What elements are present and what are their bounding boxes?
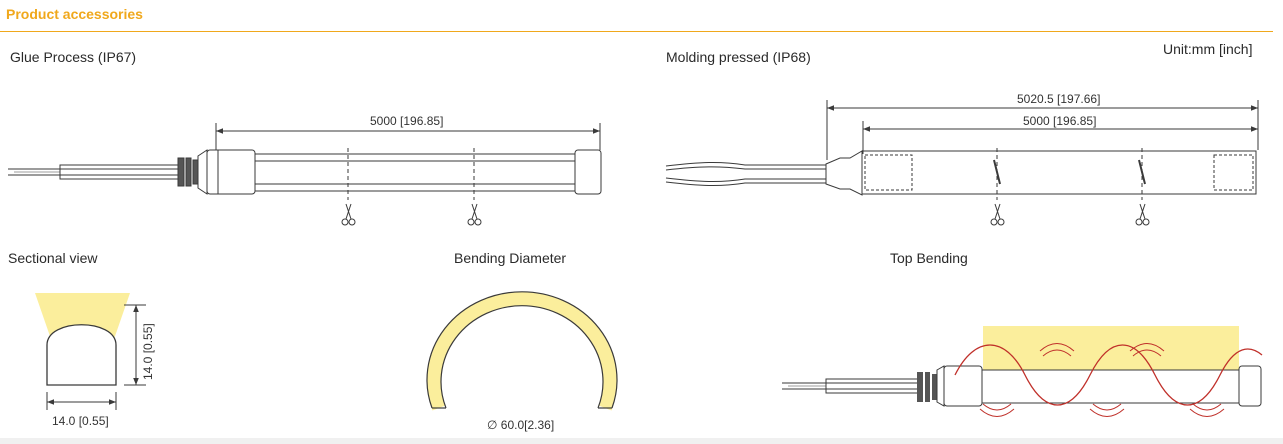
top-strip-body — [981, 369, 1240, 404]
glue-end-cap — [574, 149, 602, 195]
bending-wave — [954, 344, 1263, 406]
sectional-view-drawing — [35, 293, 146, 410]
bending-diameter-dimension: ∅ 60.0[2.36] — [487, 418, 555, 432]
glue-wire — [8, 164, 181, 180]
scissors-icon — [341, 203, 356, 226]
profile-outline — [46, 324, 117, 386]
bending-diameter-drawing — [426, 291, 618, 411]
molding-pressed-title: Molding pressed (IP68) — [666, 49, 811, 65]
sectional-width-dimension: 14.0 [0.55] — [52, 414, 109, 428]
scissors-icon — [1135, 203, 1150, 226]
top-bending-title: Top Bending — [890, 250, 968, 266]
glue-process-title: Glue Process (IP67) — [10, 49, 137, 65]
glue-connector — [177, 149, 256, 195]
molding-length-dimension: 5000 [196.85] — [1023, 114, 1097, 128]
molding-pressed-drawing — [665, 100, 1259, 226]
bottom-border — [0, 438, 1283, 444]
molding-strip-body — [861, 150, 1257, 195]
bending-diameter-title: Bending Diameter — [454, 250, 567, 266]
unit-label: Unit:mm [inch] — [1163, 41, 1253, 57]
title-underline — [0, 31, 1273, 32]
scissors-icon — [990, 203, 1005, 226]
glue-strip-body — [254, 153, 576, 192]
top-bending-drawing — [782, 326, 1263, 417]
molding-connector — [825, 150, 863, 196]
molding-total-length-dimension: 5020.5 [197.66] — [1017, 92, 1101, 106]
sectional-view-title: Sectional view — [8, 250, 98, 266]
top-end-cap — [1238, 365, 1262, 407]
scissors-icon — [467, 203, 482, 226]
section-title: Product accessories — [6, 6, 143, 22]
glue-length-dimension: 5000 [196.85] — [370, 114, 444, 128]
top-connector — [917, 365, 983, 407]
glue-process-drawing — [8, 123, 602, 226]
molding-wires — [665, 161, 826, 187]
